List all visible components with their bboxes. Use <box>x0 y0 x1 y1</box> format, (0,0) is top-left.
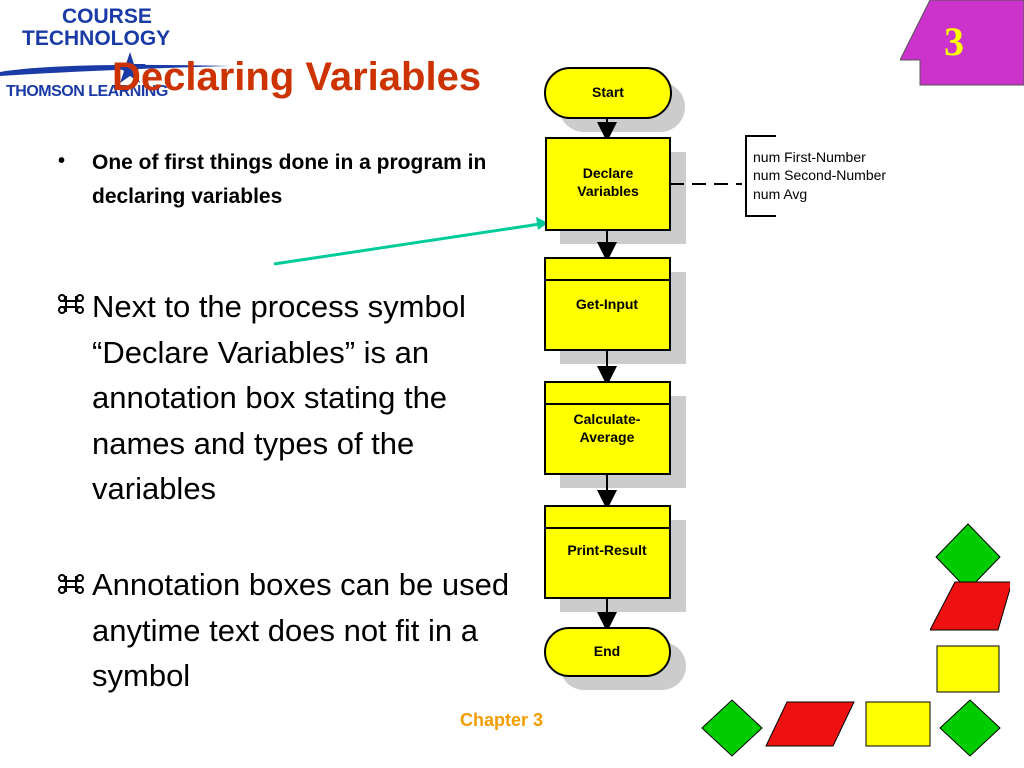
star-swoosh-icon <box>0 52 230 83</box>
logo-line-course: COURSE <box>62 5 152 28</box>
rectangle-yellow-icon[interactable] <box>936 645 1000 693</box>
parallelogram-red-icon[interactable] <box>930 581 1010 631</box>
end-label: End <box>594 643 620 659</box>
footer-chapter: Chapter 3 <box>460 710 544 730</box>
diamond-green-icon[interactable] <box>701 699 763 757</box>
parallelogram-red-icon[interactable] <box>765 701 855 747</box>
logo-line-technology: TECHNOLOGY <box>22 27 171 50</box>
declare-label-line2: Variables <box>577 183 639 199</box>
chapter-badge <box>900 0 1024 86</box>
bullet-marker: • <box>58 150 66 172</box>
start-label: Start <box>592 84 624 100</box>
command-bullet-icon <box>58 574 84 594</box>
get-input-label: Get-Input <box>576 296 639 312</box>
calculate-label-line2: Average <box>580 429 635 445</box>
rectangle-yellow-icon[interactable] <box>865 701 931 747</box>
point-annotation-boxes-text: Annotation boxes can be used anytime tex… <box>92 567 510 693</box>
diamond-green-icon[interactable] <box>939 699 1001 757</box>
calculate-average-process <box>544 381 671 475</box>
print-result-process <box>544 505 671 599</box>
declare-label-line1: Declare <box>583 165 634 181</box>
annotation-line-2: num Second-Number <box>753 167 886 183</box>
point-annotation-text: Next to the process symbol “Declare Vari… <box>92 289 466 506</box>
pointer-arrowhead-icon <box>536 217 548 230</box>
calculate-label-line1: Calculate- <box>574 411 641 427</box>
declare-variables-process <box>545 137 671 231</box>
annotation-line-1: num First-Number <box>753 149 866 165</box>
nav-shapes-right <box>930 523 1010 693</box>
print-result-label: Print-Result <box>567 542 647 558</box>
annotation-bracket <box>745 135 776 217</box>
pointer-arrow <box>273 222 541 266</box>
annotation-line-3: num Avg <box>753 186 807 202</box>
slide-title: Declaring Variables <box>112 55 482 99</box>
command-bullet-icon <box>58 294 84 314</box>
bullet-intro-text: One of first things done in a program in… <box>92 151 487 208</box>
logo-line-thomson: THOMSON LEARNING <box>6 83 168 100</box>
diamond-green-icon[interactable] <box>935 523 1001 591</box>
get-input-process <box>544 257 671 351</box>
nav-shapes-bottom <box>701 699 1001 757</box>
chapter-number: 3 <box>944 19 964 64</box>
course-technology-logo: COURSE TECHNOLOGY THOMSON LEARNING <box>0 0 230 110</box>
end-terminal <box>544 627 671 677</box>
